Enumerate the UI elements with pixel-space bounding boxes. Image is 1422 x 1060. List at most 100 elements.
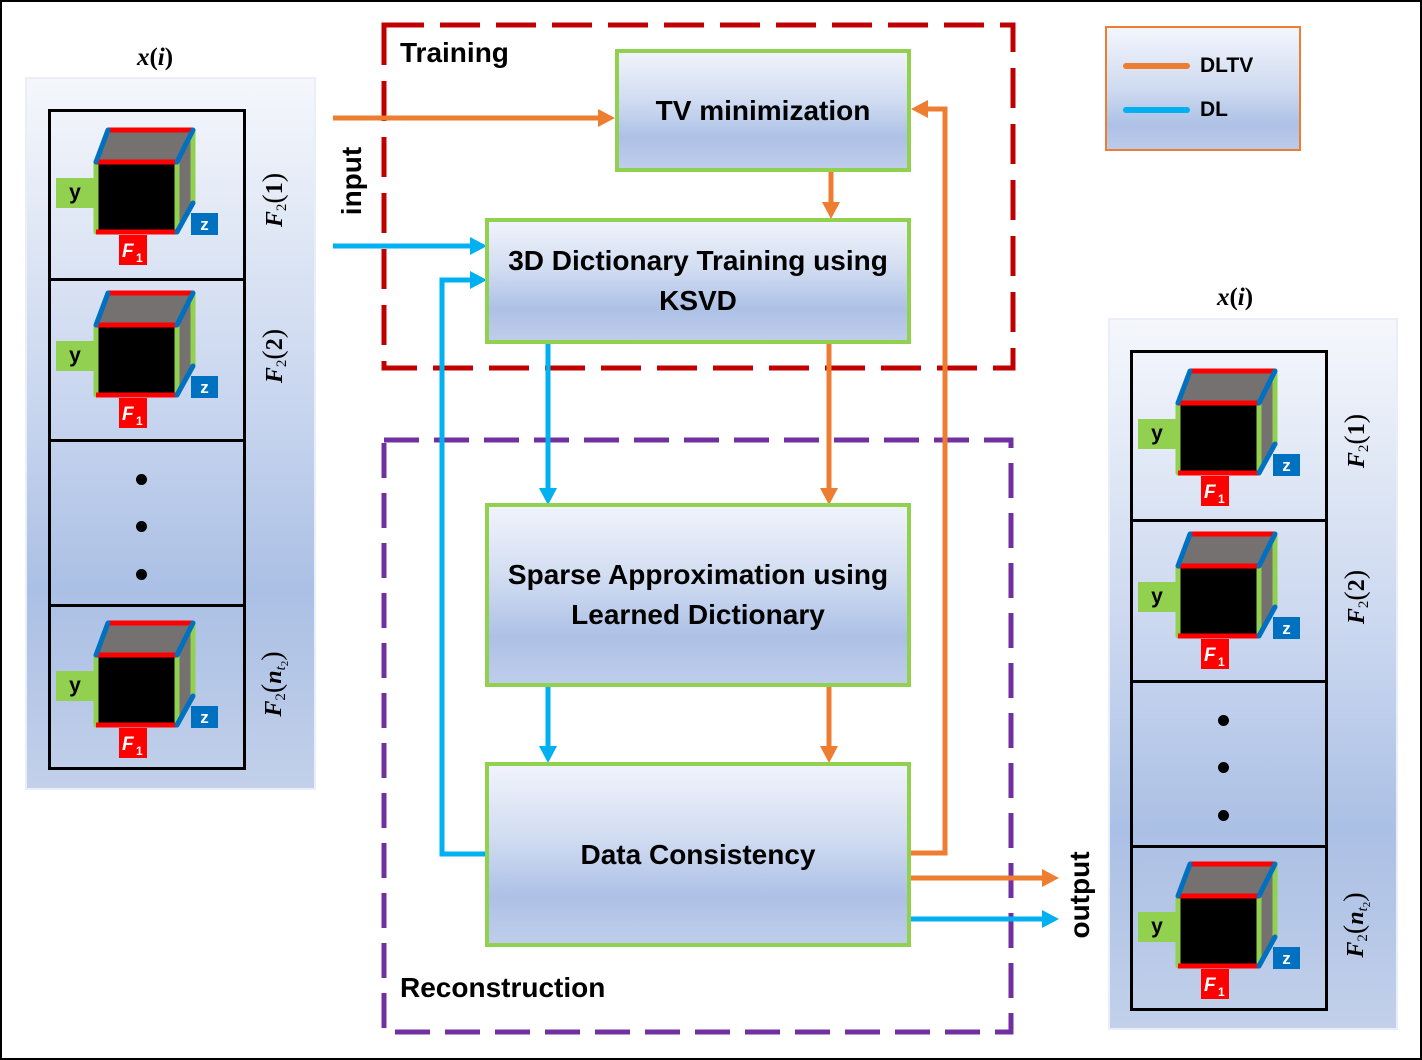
cube-z-edge [93, 290, 111, 328]
dl-arrowhead [470, 271, 487, 289]
frame-cell: y z F 1 [1133, 519, 1325, 680]
frame-cell: y z F 1 [1133, 845, 1325, 1008]
cube-top-face [1178, 864, 1275, 896]
dictionary-training-box: 3D Dictionary Training using KSVD [485, 218, 911, 344]
f1-axis-tag [1201, 476, 1229, 506]
y-axis-label: y [1151, 422, 1163, 445]
box-label-line: Learned Dictionary [571, 599, 825, 630]
training-region-outline [381, 22, 1016, 371]
cube-front-face [1178, 403, 1259, 473]
title-index: i [157, 44, 165, 71]
cube-z-edge [93, 127, 111, 165]
f1-axis-subscript: 1 [1218, 985, 1225, 999]
y-axis-tag [56, 671, 96, 701]
f1-axis-label: F [122, 241, 135, 262]
cube-z-edge [1175, 861, 1193, 899]
legend: DLTV DL [1105, 26, 1301, 151]
data-cube-icon: y z F 1 [56, 620, 218, 758]
f1-axis-label: F [1204, 645, 1217, 666]
f1-axis-tag [1201, 969, 1229, 999]
cube-z-edge [174, 620, 196, 658]
z-axis-label: z [1282, 949, 1291, 968]
dl-arrowhead [1042, 910, 1059, 928]
f1-axis-subscript: 1 [136, 251, 143, 265]
sparse-approximation-box: Sparse Approximation using Learned Dicti… [485, 503, 911, 687]
title-variable: x [136, 44, 150, 71]
cube-z-edge [1175, 531, 1193, 569]
z-axis-tag [1273, 454, 1300, 476]
cube-z-edge [1256, 604, 1278, 639]
cube-z-edge [174, 693, 196, 728]
output-label: output [1064, 851, 1095, 939]
z-axis-label: z [200, 708, 209, 727]
ellipsis-dot [1218, 762, 1229, 773]
legend-item-dltv: DLTV [1123, 53, 1253, 79]
dl-arrowhead [539, 488, 557, 505]
f1-axis-subscript: 1 [1218, 492, 1225, 506]
cube-z-edge [174, 290, 196, 328]
z-axis-tag [191, 706, 218, 728]
data-cube-icon: y z F 1 [1138, 531, 1300, 669]
cube-slot: y z F 1 [1131, 860, 1306, 1002]
z-axis-tag [191, 376, 218, 398]
cube-slot: y z F 1 [1131, 367, 1306, 509]
f1-axis-tag [119, 728, 147, 758]
cube-z-edge [1256, 934, 1278, 969]
legend-label: DL [1200, 98, 1228, 121]
y-axis-tag [56, 341, 96, 371]
z-axis-label: z [200, 378, 209, 397]
f1-axis-tag [119, 398, 147, 428]
frame-cell: y z F 1 [51, 112, 243, 278]
cube-top-face [96, 293, 193, 325]
dltv-arrowhead [822, 202, 840, 219]
dltv-arrowhead [820, 488, 838, 505]
y-axis-tag [1138, 419, 1178, 449]
training-region-label: Training [400, 37, 509, 68]
data-cube-icon: y z F 1 [1138, 861, 1300, 999]
box-label: Data Consistency [580, 838, 816, 870]
ellipsis-dot [136, 569, 147, 580]
reconstruction-region-label: Reconstruction [400, 972, 606, 1003]
z-axis-label: z [1282, 456, 1291, 475]
f1-axis-label: F [122, 734, 135, 755]
title-paren: ( [1229, 284, 1238, 311]
dltv-arrowhead [1042, 869, 1059, 887]
dltv-dc-to-tv-feedback-arrow [910, 106, 948, 856]
cube-z-edge [1175, 368, 1193, 406]
input-panel-title: x(i) [137, 44, 173, 72]
cube-z-edge [93, 620, 111, 658]
f1-axis-tag [119, 235, 147, 265]
dl-line-swatch-icon [1123, 107, 1190, 113]
box-label: TV minimization [655, 94, 871, 126]
f1-axis-label: F [122, 404, 135, 425]
y-axis-label: y [1151, 585, 1163, 608]
cube-slot: y z F 1 [49, 619, 224, 761]
y-axis-label: y [1151, 915, 1163, 938]
y-axis-label: y [69, 674, 81, 697]
tv-minimization-box: TV minimization [615, 49, 911, 172]
data-cube-icon: y z F 1 [56, 290, 218, 428]
cube-front-face [96, 162, 177, 232]
title-index: i [1237, 284, 1245, 311]
z-axis-tag [1273, 947, 1300, 969]
frame-cell: y z F 1 [51, 604, 243, 767]
cube-z-edge [1256, 368, 1278, 406]
legend-label: DLTV [1200, 54, 1254, 77]
y-axis-tag [56, 178, 96, 208]
z-axis-label: z [200, 215, 209, 234]
input-label: input [336, 146, 367, 216]
dl-dc-to-dictionary-feedback-arrow [439, 277, 487, 857]
legend-item-dl: DL [1123, 97, 1228, 123]
dl-arrowhead [470, 237, 487, 255]
f1-axis-label: F [1204, 975, 1217, 996]
ellipsis-cell [51, 439, 243, 604]
cube-slot: y z F 1 [1131, 530, 1306, 672]
cube-front-face [96, 325, 177, 395]
dltv-arrowhead [598, 109, 615, 127]
z-axis-tag [1273, 617, 1300, 639]
y-axis-tag [1138, 912, 1178, 942]
cube-front-face [96, 655, 177, 725]
title-paren: ) [164, 44, 174, 71]
f1-axis-subscript: 1 [136, 414, 143, 428]
dl-arrowhead [539, 746, 557, 763]
